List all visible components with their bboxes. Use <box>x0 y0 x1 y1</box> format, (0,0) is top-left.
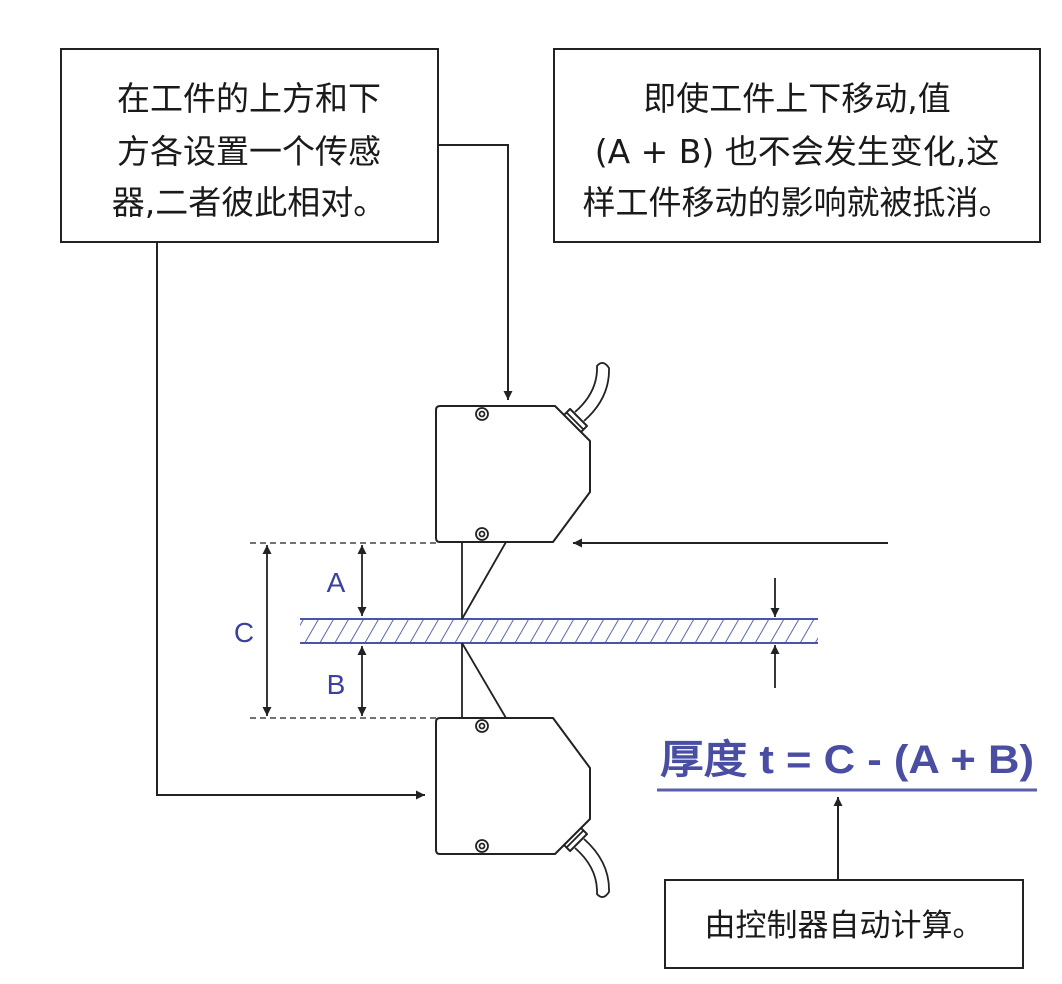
left-note-line-3: 器,二者彼此相对。 <box>112 183 387 222</box>
upper-beam-reflect <box>461 541 507 620</box>
bottom-note-box <box>664 879 1024 969</box>
right-note-box <box>553 48 1041 243</box>
upper-sensor-screw-bottom <box>475 527 489 541</box>
upper-sensor-screw-top-center <box>478 410 486 418</box>
workpiece-hatched-band <box>300 619 818 643</box>
thickness-formula: 厚度 t = C - (A + B) <box>660 738 1034 782</box>
bottom-note: 由控制器自动计算。 <box>664 879 1024 969</box>
lower-sensor <box>435 717 610 898</box>
dimension-b-label: B <box>327 669 346 700</box>
right-note: 即使工件上下移动,值 (A + B) 也不会发生变化,这 样工件移动的影响就被抵… <box>553 48 1041 243</box>
right-note-line-1: 即使工件上下移动,值 <box>643 79 951 118</box>
right-note-line-2: (A + B) 也不会发生变化,这 <box>595 132 1000 171</box>
lower-sensor-screw-top-center <box>478 722 486 730</box>
lower-sensor-cable <box>574 838 610 898</box>
left-note: 在工件的上方和下 方各设置一个传感 器,二者彼此相对。 <box>60 48 439 243</box>
upper-sensor-body <box>435 405 591 543</box>
bottom-note-text: 由控制器自动计算。 <box>705 908 984 944</box>
lower-sensor-screw-top <box>475 719 489 733</box>
upper-sensor <box>435 362 610 543</box>
upper-sensor-screw-top <box>475 407 489 421</box>
workpiece <box>300 618 818 644</box>
dimension-a-label: A <box>327 567 346 598</box>
lower-sensor-connector-ridge <box>565 829 585 849</box>
connector-to-upper-sensor <box>438 144 513 400</box>
left-note-line-2: 方各设置一个传感 <box>117 132 381 171</box>
upper-sensor-screw-bottom-center <box>478 530 486 538</box>
lower-beam-reflect <box>461 642 507 719</box>
lower-sensor-body <box>435 717 591 855</box>
upper-sensor-cable <box>574 362 610 422</box>
right-note-line-3: 样工件移动的影响就被抵消。 <box>583 183 1012 222</box>
upper-sensor-connector-ridge <box>565 411 585 431</box>
connector-to-lower-sensor <box>156 242 425 800</box>
left-note-box <box>60 48 439 243</box>
left-note-line-1: 在工件的上方和下 <box>117 79 381 118</box>
lower-sensor-screw-bottom-center <box>478 842 486 850</box>
lower-sensor-screw-bottom <box>475 839 489 853</box>
dimension-c-label: C <box>234 617 254 648</box>
